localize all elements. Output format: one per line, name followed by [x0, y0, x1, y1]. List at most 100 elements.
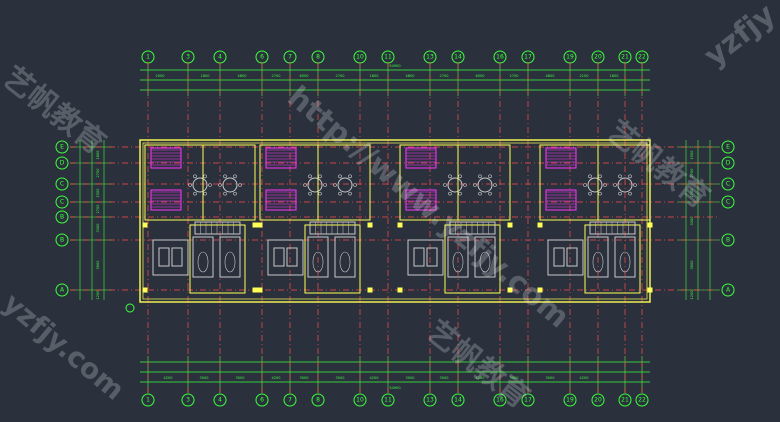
axis-label-top: 6 — [260, 54, 264, 61]
car-icon — [592, 251, 604, 273]
dimension-text-top: 1800 — [370, 74, 379, 78]
dining-table — [477, 177, 493, 193]
axis-bubble-bottom — [521, 393, 535, 407]
chair — [303, 183, 307, 187]
column — [257, 222, 263, 228]
dining-table — [337, 177, 353, 193]
chair — [448, 174, 452, 179]
column — [507, 287, 513, 293]
chair — [583, 183, 587, 187]
axis-label-bottom: 8 — [316, 397, 320, 404]
chair — [463, 183, 467, 187]
dimension-text-top: 2700 — [272, 74, 281, 78]
column — [252, 222, 258, 228]
dimension-text-bottom: 4200 — [476, 376, 485, 380]
garage-wall — [189, 224, 246, 294]
outer-wall — [139, 139, 651, 303]
sofa-area — [547, 239, 584, 276]
garage-wall — [304, 224, 361, 294]
garage-wall — [584, 224, 641, 294]
room-wall — [317, 144, 371, 221]
dimension-text-bottom: 3000 — [546, 376, 555, 380]
chair — [323, 183, 327, 187]
chair — [613, 183, 617, 187]
dimension-text-right: 2700 — [690, 189, 694, 198]
dimension-text-bottom: 3000 — [300, 376, 309, 380]
room-wall — [597, 144, 651, 221]
axis-bubble-left — [55, 283, 69, 297]
dimension-text-top: 4800 — [238, 74, 247, 78]
chair — [618, 174, 622, 179]
chair — [238, 183, 242, 187]
chair — [458, 191, 462, 196]
axis-label-bottom: 17 — [524, 397, 532, 404]
dimension-text-top: 4800 — [546, 74, 555, 78]
stair-block — [150, 147, 182, 169]
chair — [633, 183, 637, 187]
chair — [188, 183, 192, 187]
chair — [338, 174, 342, 179]
axis-bubble-bottom — [493, 393, 507, 407]
axis-bubble-bottom — [618, 393, 632, 407]
car-icon — [197, 251, 209, 273]
axis-label-top: 14 — [454, 54, 462, 61]
dimension-total-top: 54900 — [389, 64, 400, 68]
column — [367, 222, 373, 228]
dimension-text-bottom: 4200 — [580, 376, 589, 380]
column — [257, 287, 263, 293]
axis-bubble-right — [721, 156, 735, 170]
axis-bubble-left — [55, 195, 69, 209]
axis-label-left: C — [60, 199, 64, 206]
chair — [218, 183, 222, 187]
axis-label-top: 20 — [594, 54, 602, 61]
axis-bubble-bottom — [141, 393, 155, 407]
axis-bubble-left — [55, 233, 69, 247]
dimension-text-right: 1200 — [690, 291, 694, 300]
sofa-icon — [413, 247, 425, 267]
axis-bubble-bottom — [311, 393, 325, 407]
section-marker — [125, 303, 135, 313]
axis-label-right: A — [726, 287, 731, 294]
axis-label-left: D — [60, 160, 65, 167]
dimension-text-top: 1800 — [610, 74, 619, 78]
chair — [478, 191, 482, 196]
chair — [488, 174, 492, 179]
axis-label-top: 19 — [566, 54, 574, 61]
sofa-icon — [566, 247, 578, 267]
dimension-text-bottom: 4200 — [164, 376, 173, 380]
axis-label-top: 3 — [186, 54, 190, 61]
sofa-icon — [286, 247, 298, 267]
column — [647, 222, 653, 228]
axis-bubble-bottom — [181, 393, 195, 407]
axis-label-top: 13 — [426, 54, 434, 61]
axis-bubble-bottom — [255, 393, 269, 407]
stair-block — [545, 147, 577, 169]
dimension-text-top: 2700 — [510, 74, 519, 78]
chair — [308, 174, 312, 179]
axis-label-left: C — [60, 181, 64, 188]
chair — [193, 174, 197, 179]
chair — [488, 191, 492, 196]
chair — [458, 174, 462, 179]
dining-table — [587, 177, 603, 193]
chair — [473, 183, 477, 187]
dimension-text-bottom: 3000 — [236, 376, 245, 380]
outer-wall-inner — [142, 142, 648, 300]
chair — [208, 183, 212, 187]
car-icon — [307, 236, 329, 278]
chair — [628, 174, 632, 179]
car-icon — [192, 236, 214, 278]
column — [537, 222, 543, 228]
dimension-text-left: 2700 — [96, 169, 100, 178]
car-icon — [339, 251, 351, 273]
axis-bubble-bottom — [423, 393, 437, 407]
axis-label-right: D — [726, 160, 731, 167]
room-wall — [457, 144, 511, 221]
chair — [588, 191, 592, 196]
axis-bubble-bottom — [381, 393, 395, 407]
axis-bubble-right — [721, 283, 735, 297]
axis-label-top: 21 — [621, 54, 629, 61]
axis-label-bottom: 1 — [146, 397, 150, 404]
axis-label-bottom: 22 — [638, 397, 646, 404]
